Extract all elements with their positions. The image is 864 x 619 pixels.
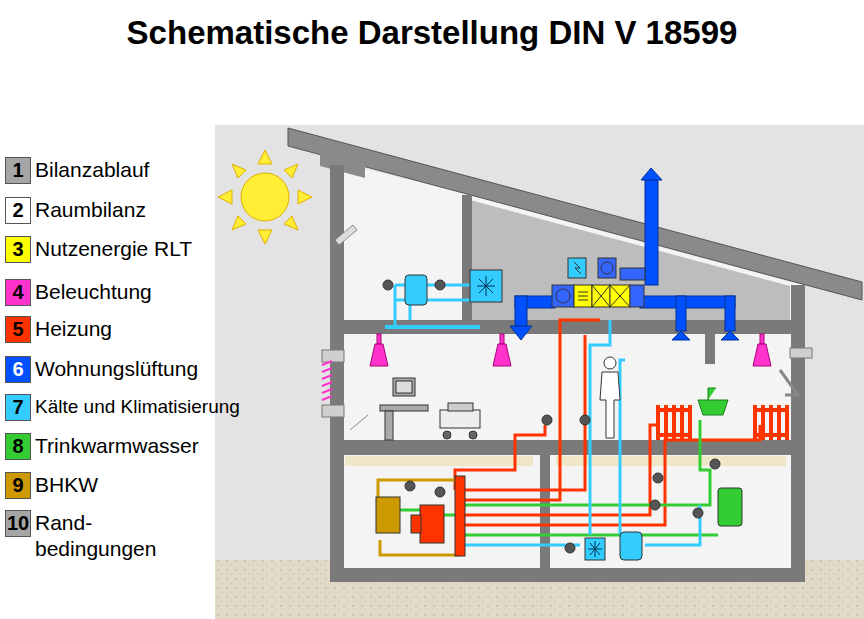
rlt-unit — [552, 258, 645, 307]
legend-row: 6 Wohnungslüftung — [5, 356, 198, 383]
callout-number: 5 — [12, 318, 23, 341]
legend-swatch: 10 — [5, 510, 31, 537]
legend-row: 7 Kälte und Klimatisierung — [5, 394, 240, 421]
legend-text: BHKW — [35, 472, 98, 498]
ventilation-ducts — [510, 168, 739, 340]
legend-swatch: 5 — [5, 316, 31, 343]
legend-swatch: 6 — [5, 356, 31, 383]
legend-row: 8 Trinkwarmwasser — [5, 433, 199, 460]
callout-number: 2 — [12, 199, 23, 222]
legend-text: Heizung — [35, 316, 112, 342]
pipes — [378, 320, 760, 555]
callout-number: 1 — [12, 159, 23, 182]
legend-row: 2 Raumbilanz — [5, 197, 146, 224]
callout-number: 3 — [12, 238, 23, 261]
sink — [698, 388, 728, 415]
legend-row: 5 Heizung — [5, 316, 112, 343]
legend-row: 4 Beleuchtung — [5, 279, 152, 306]
legend-row: 3 Nutzenergie RLT — [5, 236, 192, 263]
legend-text: Rand- bedingungen — [35, 510, 185, 562]
callout-number: 6 — [12, 358, 23, 381]
callout-number: 9 — [12, 474, 23, 497]
legend-text: Wohnungslüftung — [35, 356, 198, 382]
legend-swatch: 1 — [5, 157, 31, 184]
title: Schematische Darstellung DIN V 18599 — [0, 14, 864, 52]
callout-number: 8 — [12, 435, 23, 458]
legend-text: Trinkwarmwasser — [35, 433, 199, 459]
legend-swatch: 7 — [5, 394, 31, 421]
legend-swatch: 3 — [5, 236, 31, 263]
legend-swatch: 9 — [5, 472, 31, 499]
legend-row: 9 BHKW — [5, 472, 98, 499]
legend-swatch: 2 — [5, 197, 31, 224]
callout-number: 4 — [12, 281, 23, 304]
legend-text: Nutzenergie RLT — [35, 236, 192, 262]
legend-row: 1 Bilanzablauf — [5, 157, 149, 184]
legend-text: Kälte und Klimatisierung — [35, 394, 240, 420]
legend-row: 10 Rand- bedingungen — [5, 510, 185, 562]
callout-number: 7 — [12, 396, 23, 419]
legend-text: Bilanzablauf — [35, 157, 149, 183]
legend-text: Beleuchtung — [35, 279, 152, 305]
lamp — [370, 334, 771, 366]
legend-swatch: 8 — [5, 433, 31, 460]
callout-number: 10 — [7, 512, 29, 535]
legend-swatch: 4 — [5, 279, 31, 306]
sun — [218, 150, 312, 244]
legend-text: Raumbilanz — [35, 197, 146, 223]
cooling-units — [383, 270, 502, 329]
room-furniture — [380, 357, 620, 440]
